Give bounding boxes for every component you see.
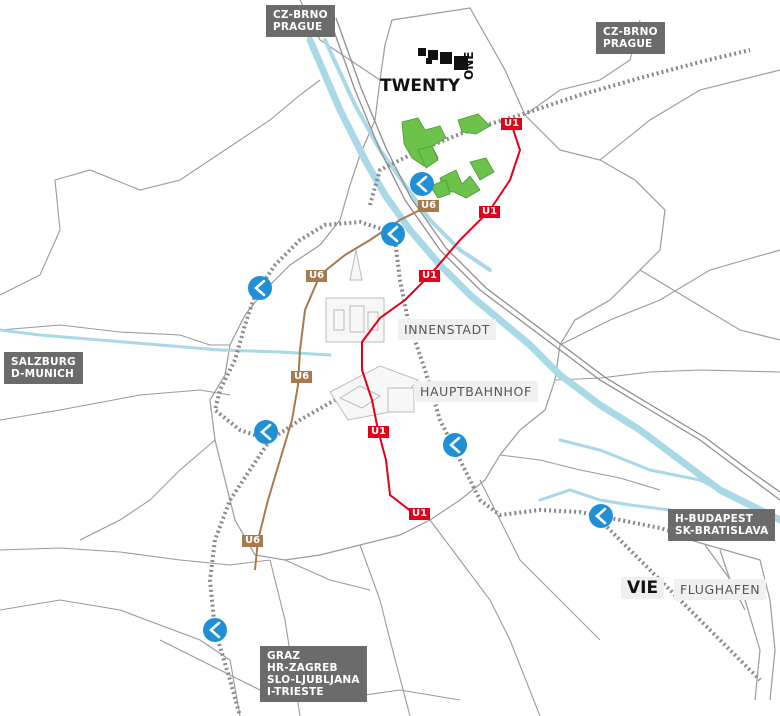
badge-u1-north: U1 bbox=[501, 118, 523, 130]
destination-budapest-bratislava: H-BUDAPEST SK-BRATISLAVA bbox=[668, 509, 776, 541]
s-bahn-glyphs bbox=[209, 175, 607, 639]
badge-u1-hbf: U1 bbox=[368, 426, 390, 438]
badge-u6-north: U6 bbox=[418, 200, 440, 212]
label-innenstadt: INNENSTADT bbox=[398, 319, 497, 340]
logo-word-one: ONE bbox=[462, 51, 476, 80]
city-boundary bbox=[209, 7, 666, 561]
s-bahn-stops bbox=[203, 172, 613, 642]
badge-u1-innenstadt: U1 bbox=[419, 270, 441, 282]
u1-line bbox=[361, 125, 522, 513]
badge-u1-south: U1 bbox=[409, 508, 431, 520]
label-flughafen: FLUGHAFEN bbox=[674, 579, 767, 600]
airport bbox=[689, 539, 776, 701]
logo-word-twenty: TWENTY bbox=[380, 76, 461, 96]
u6-line bbox=[254, 204, 431, 571]
label-airport-code: VIE bbox=[621, 577, 665, 599]
twenty-one-buildings bbox=[401, 113, 495, 199]
twenty-one-logo-icon bbox=[418, 48, 468, 70]
destination-cz-brno-prague-left: CZ-BRNO PRAGUE bbox=[266, 5, 335, 37]
destination-cz-brno-prague-right: CZ-BRNO PRAGUE bbox=[596, 22, 665, 54]
badge-u1-mid: U1 bbox=[479, 206, 501, 218]
badge-u6-west: U6 bbox=[306, 270, 328, 282]
badge-u6-mid: U6 bbox=[291, 371, 313, 383]
destination-salzburg-munich: SALZBURG D-MUNICH bbox=[4, 352, 83, 384]
badge-u6-south: U6 bbox=[242, 535, 264, 547]
label-hauptbahnhof: HAUPTBAHNHOF bbox=[414, 381, 538, 402]
highway bbox=[329, 17, 780, 501]
destination-graz-south: GRAZ HR-ZAGREB SLO-LJUBLJANA I-TRIESTE bbox=[260, 646, 367, 702]
